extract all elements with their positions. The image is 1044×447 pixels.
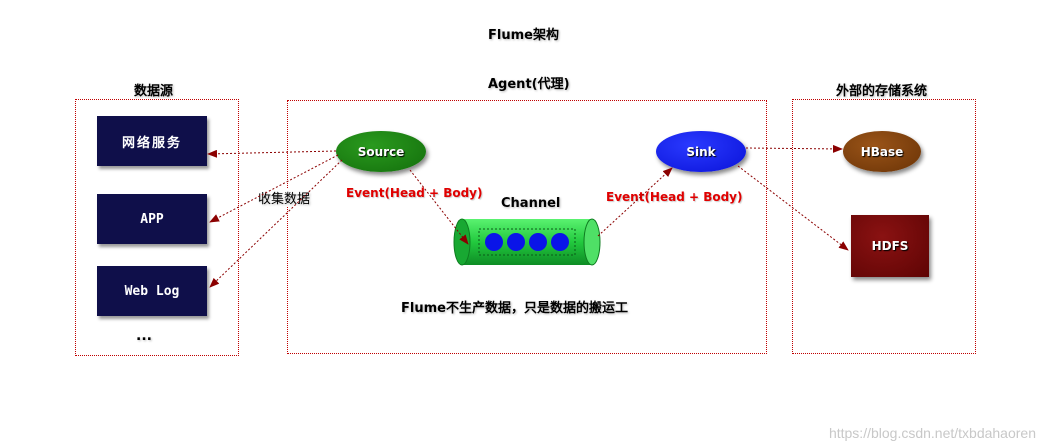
arrow-source-to-app bbox=[210, 155, 338, 222]
watermark: https://blog.csdn.net/txbdahaoren bbox=[829, 425, 1036, 441]
arrow-source-to-web-log bbox=[210, 160, 342, 287]
arrow-sink-to-hbase bbox=[746, 148, 842, 149]
arrow-channel-to-sink bbox=[598, 168, 672, 236]
arrow-source-to-network-service bbox=[208, 151, 336, 154]
arrow-source-to-channel bbox=[410, 170, 468, 244]
arrow-sink-to-hdfs bbox=[738, 166, 848, 250]
